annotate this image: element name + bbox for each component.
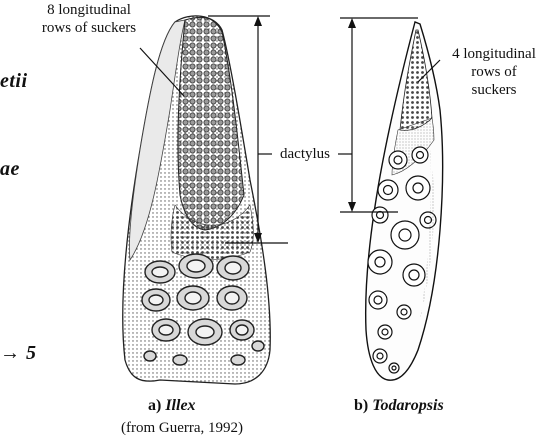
illex-dactylus-suckers xyxy=(178,17,244,230)
caption-a-name: Illex xyxy=(165,397,195,414)
todaropsis-rows-label-line3: suckers xyxy=(434,81,554,99)
todaropsis-rows-label: 4 longitudinal rows of suckers xyxy=(434,45,554,99)
caption-a: a) Illex xyxy=(148,397,196,415)
dactylus-label: dactylus xyxy=(272,145,338,163)
illex-rows-label-line2: rows of suckers xyxy=(4,19,174,37)
caption-b-prefix: b) xyxy=(354,397,368,414)
caption-a-prefix: a) xyxy=(148,397,161,414)
todaropsis-tentacle-club xyxy=(366,22,443,380)
illex-tentacle-club xyxy=(123,16,271,384)
caption-b-name: Todaropsis xyxy=(372,397,443,414)
todaropsis-rows-label-line2: rows of xyxy=(434,63,554,81)
source-citation: (from Guerra, 1992) xyxy=(121,420,243,437)
todaropsis-rows-label-line1: 4 longitudinal xyxy=(434,45,554,63)
illex-rows-label-line1: 8 longitudinal xyxy=(4,1,174,19)
caption-b: b) Todaropsis xyxy=(354,397,444,415)
illex-rows-label: 8 longitudinal rows of suckers xyxy=(4,1,174,37)
